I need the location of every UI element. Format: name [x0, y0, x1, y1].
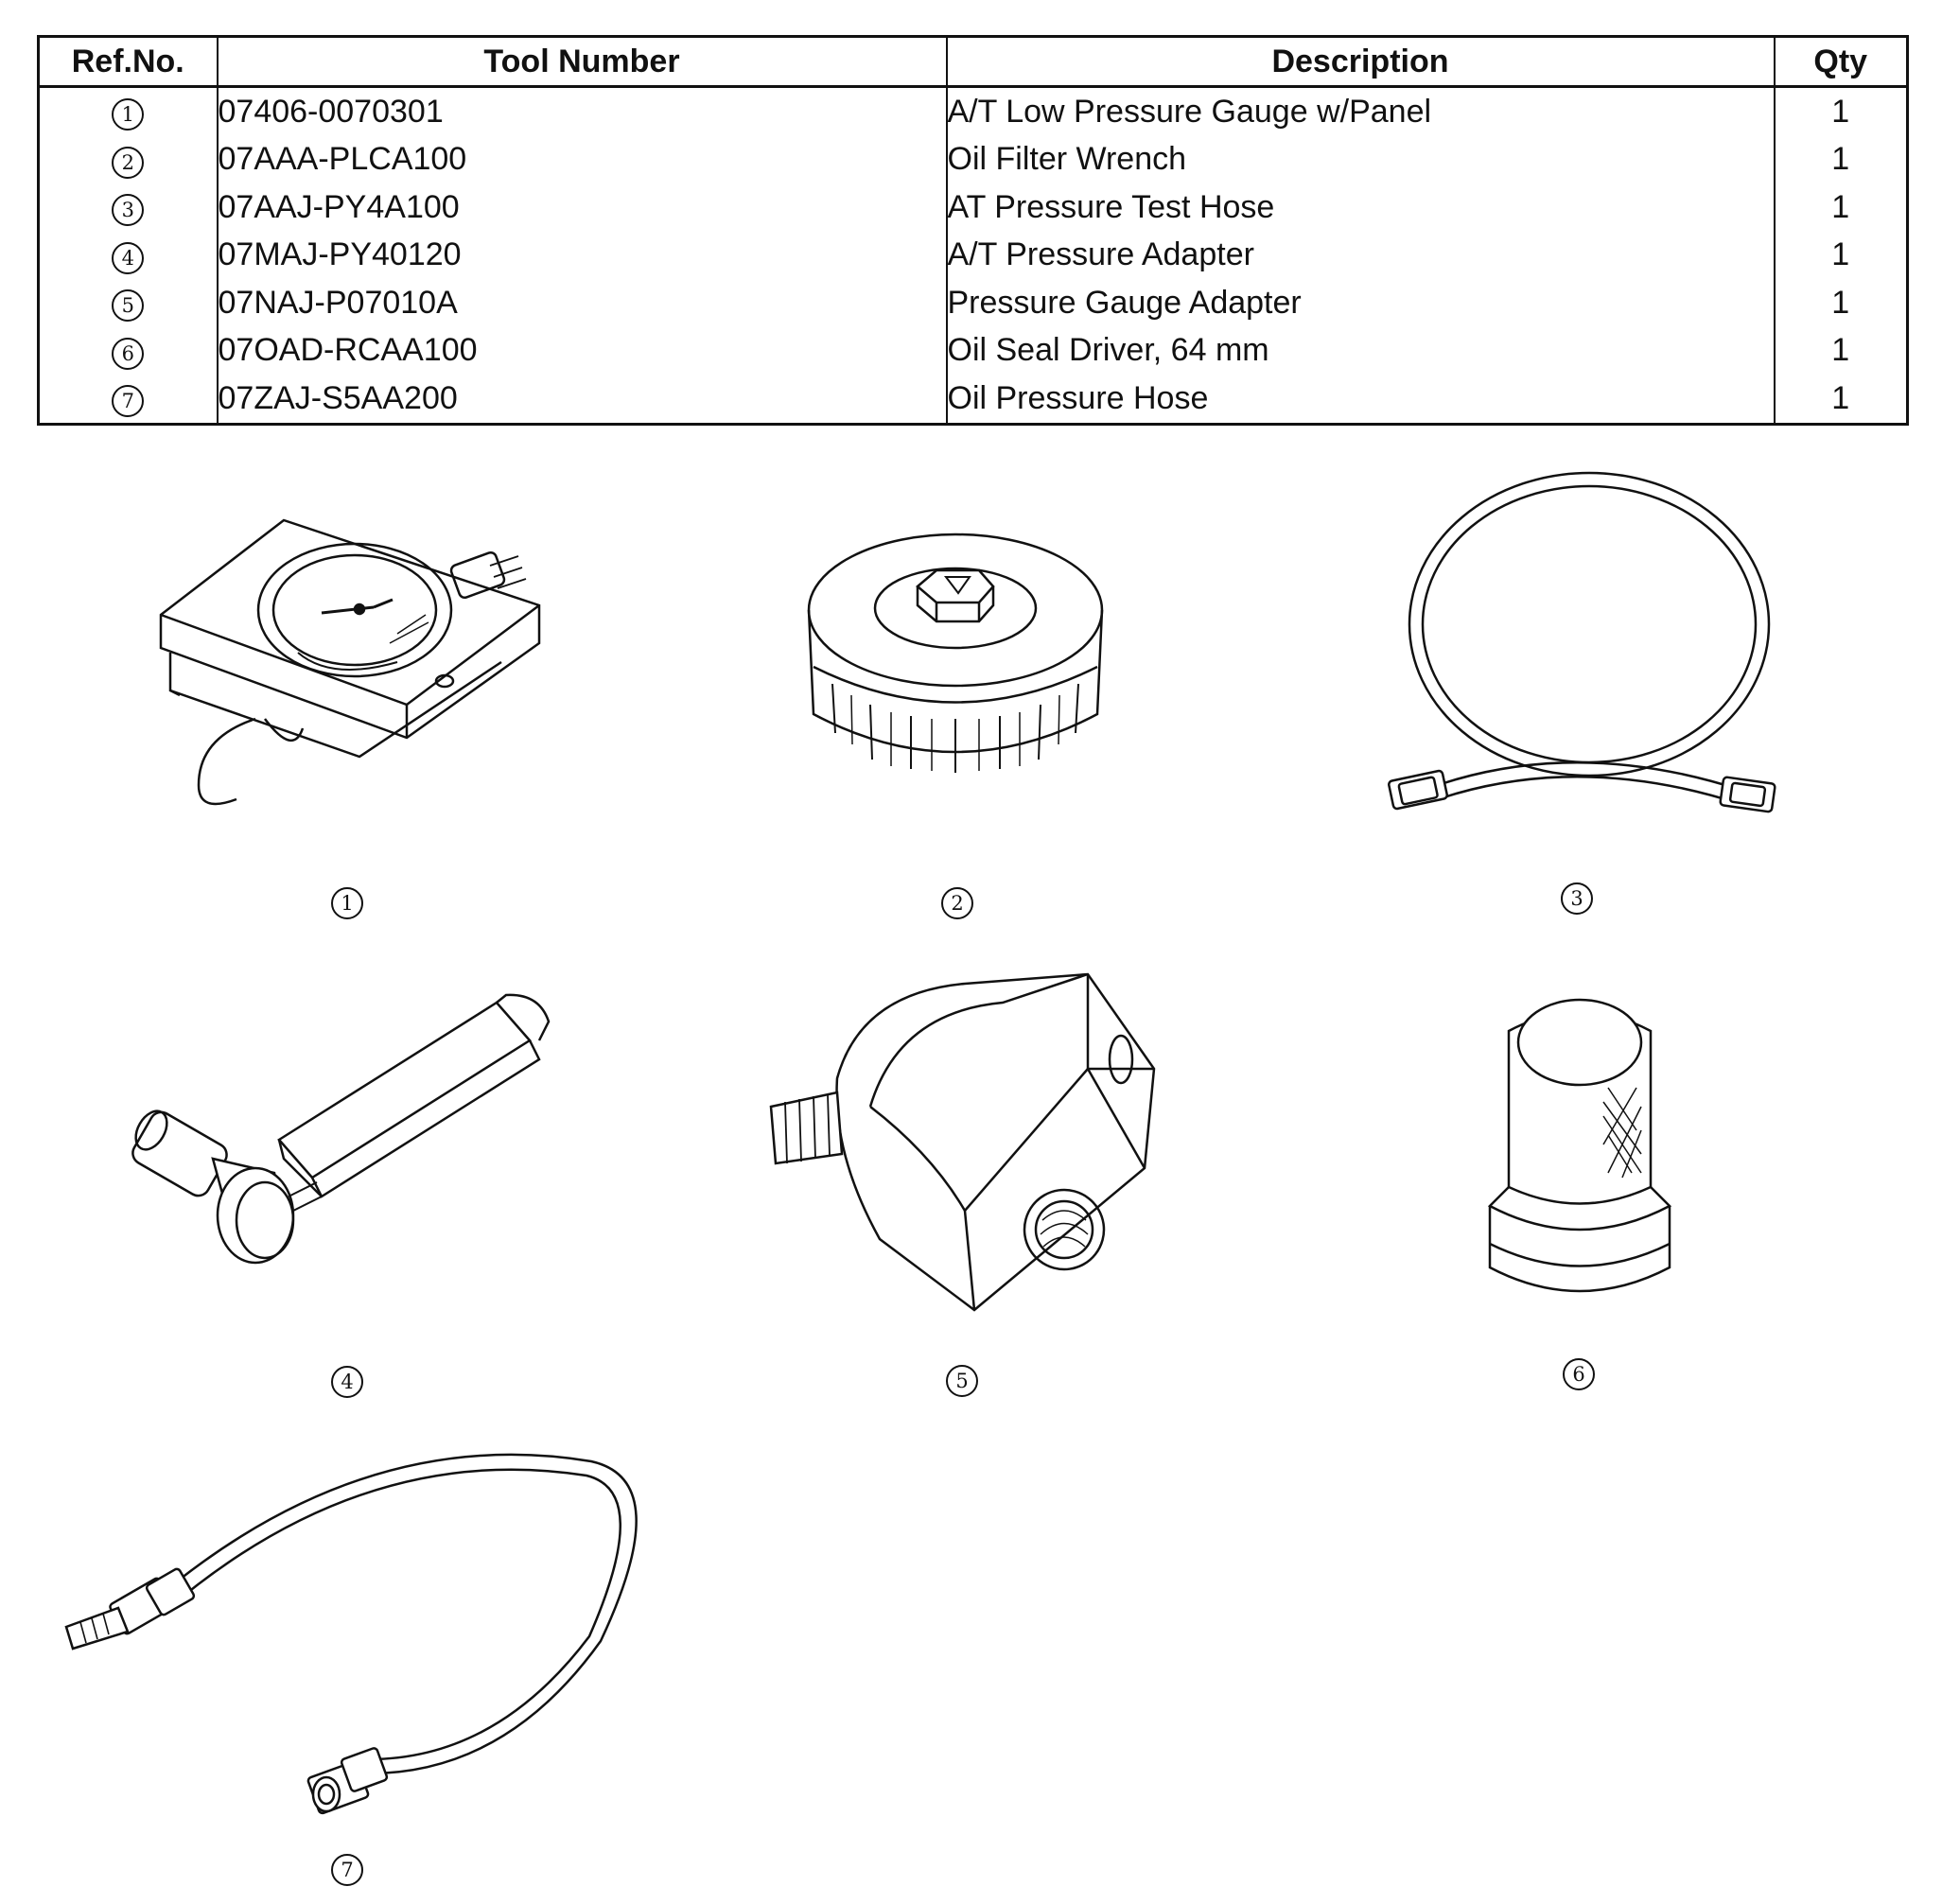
ref-number: 2 [112, 146, 145, 179]
table-row: 5 07NAJ-P07010A Pressure Gauge Adapter 1 [37, 279, 1909, 327]
ref-number: 1 [112, 98, 145, 131]
pressure-gauge-drawing [142, 501, 558, 842]
tool-qty: 1 [1773, 135, 1909, 183]
oil-pressure-hose-drawing [61, 1424, 639, 1896]
table-header-row: Ref.No. Tool Number Description Qty [37, 36, 1909, 88]
table-row: 1 07406-0070301 A/T Low Pressure Gauge w… [37, 86, 1909, 136]
ref-number: 4 [112, 241, 145, 274]
tool-qty: 1 [1773, 375, 1909, 424]
tool-number: 07MAJ-PY40120 [216, 231, 948, 279]
figure-2-oil-filter-wrench: 2 [799, 534, 1111, 919]
tool-description: Oil Pressure Hose [945, 375, 1776, 424]
figure-label: 7 [331, 1854, 363, 1886]
figure-label: 1 [331, 887, 363, 919]
tool-description: Pressure Gauge Adapter [945, 279, 1776, 327]
tool-qty: 1 [1773, 86, 1909, 136]
tool-number: 07AAA-PLCA100 [216, 135, 948, 183]
figure-label: 2 [941, 887, 973, 919]
figure-label: 3 [1561, 882, 1593, 915]
pressure-adapter-drawing [123, 984, 558, 1409]
header-qty: Qty [1773, 36, 1909, 88]
figure-3-pressure-test-hose: 3 [1372, 473, 1778, 915]
header-ref-no: Ref.No. [37, 36, 219, 88]
figure-label: 5 [946, 1365, 978, 1397]
tool-number: 07ZAJ-S5AA200 [216, 375, 948, 424]
figure-1-pressure-gauge: 1 [142, 501, 558, 919]
table-row: 4 07MAJ-PY40120 A/T Pressure Adapter 1 [37, 231, 1909, 279]
figure-label: 6 [1563, 1358, 1595, 1390]
ref-number: 5 [112, 289, 145, 323]
tool-description: A/T Pressure Adapter [945, 231, 1776, 279]
tool-number: 07OAD-RCAA100 [216, 326, 948, 375]
tool-description: Oil Filter Wrench [945, 135, 1776, 183]
header-description: Description [945, 36, 1776, 88]
figure-6-oil-seal-driver: 6 [1476, 993, 1684, 1409]
tool-number: 07406-0070301 [216, 86, 948, 136]
tool-description: Oil Seal Driver, 64 mm [945, 326, 1776, 375]
tool-number: 07AAJ-PY4A100 [216, 183, 948, 232]
figure-7-oil-pressure-hose: 7 [61, 1424, 639, 1896]
pressure-gauge-adapter-drawing [766, 965, 1173, 1409]
tool-qty: 1 [1773, 183, 1909, 232]
table-row: 7 07ZAJ-S5AA200 Oil Pressure Hose 1 [37, 375, 1909, 424]
tool-qty: 1 [1773, 279, 1909, 327]
figure-5-pressure-gauge-adapter: 5 [766, 965, 1173, 1409]
tool-description: A/T Low Pressure Gauge w/Panel [945, 86, 1776, 136]
special-tools-table: Ref.No. Tool Number Description Qty 1 07… [37, 35, 1909, 426]
tool-qty: 1 [1773, 231, 1909, 279]
header-tool-number: Tool Number [216, 36, 948, 88]
pressure-test-hose-drawing [1372, 473, 1778, 889]
oil-filter-wrench-drawing [799, 534, 1111, 818]
ref-number: 7 [112, 385, 145, 418]
oil-seal-driver-drawing [1476, 993, 1684, 1409]
ref-number: 6 [112, 337, 145, 370]
tool-qty: 1 [1773, 326, 1909, 375]
table-row: 3 07AAJ-PY4A100 AT Pressure Test Hose 1 [37, 183, 1909, 232]
table-row: 6 07OAD-RCAA100 Oil Seal Driver, 64 mm 1 [37, 326, 1909, 375]
figure-4-pressure-adapter: 4 [123, 984, 558, 1409]
figure-label: 4 [331, 1366, 363, 1398]
ref-number: 3 [112, 194, 145, 227]
tool-number: 07NAJ-P07010A [216, 279, 948, 327]
tool-description: AT Pressure Test Hose [945, 183, 1776, 232]
table-row: 2 07AAA-PLCA100 Oil Filter Wrench 1 [37, 135, 1909, 183]
